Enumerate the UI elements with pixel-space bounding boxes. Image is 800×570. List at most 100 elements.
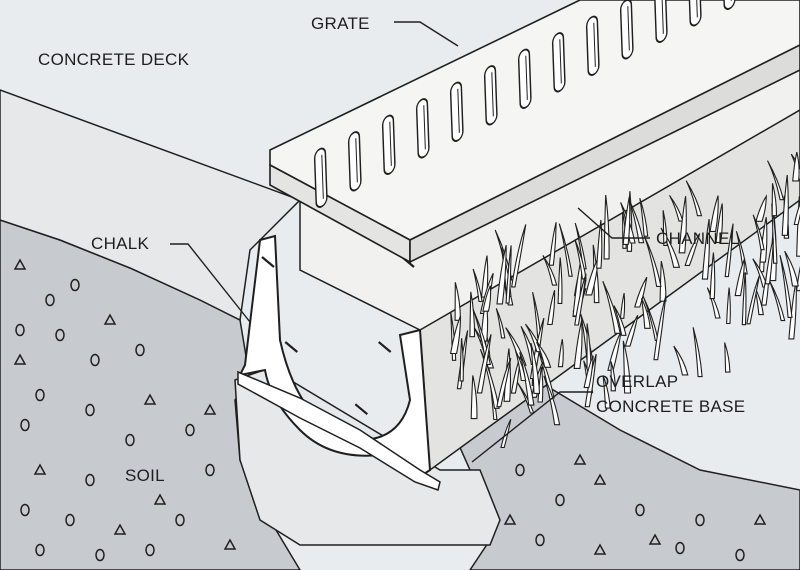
label-concrete-deck: CONCRETE DECK bbox=[38, 50, 190, 69]
grass-blade bbox=[724, 342, 731, 373]
grass-blade bbox=[673, 345, 689, 376]
pebble-angular bbox=[753, 513, 767, 525]
grass-blade bbox=[653, 295, 667, 361]
grate-slot-edge bbox=[355, 138, 358, 183]
grate-slot bbox=[415, 98, 430, 159]
grass-blade bbox=[519, 352, 535, 406]
pebble-round bbox=[95, 548, 105, 562]
grate-slot bbox=[517, 48, 532, 109]
grass-blade bbox=[771, 183, 778, 217]
pebble-angular bbox=[33, 463, 47, 475]
pebble-angular bbox=[203, 403, 217, 415]
grass-blade bbox=[752, 214, 765, 251]
grass-blade bbox=[726, 287, 731, 325]
pebble-round bbox=[20, 503, 30, 517]
pebble-round bbox=[515, 463, 525, 477]
grate-slot-edge bbox=[661, 0, 664, 35]
grass-blade bbox=[557, 339, 564, 368]
grass-blade bbox=[543, 375, 561, 426]
grate-slot-opening bbox=[721, 0, 736, 10]
grate-slot bbox=[687, 0, 702, 27]
pebble-round bbox=[555, 493, 565, 507]
channel-leader bbox=[577, 207, 650, 239]
pebble-round bbox=[735, 548, 745, 562]
grass-blade bbox=[607, 331, 622, 371]
grate-slot-opening bbox=[483, 65, 498, 126]
pebble-angular bbox=[103, 313, 117, 325]
grass-blade bbox=[792, 151, 800, 182]
grass-blade bbox=[602, 375, 611, 409]
grass-blade bbox=[724, 223, 734, 278]
grass-blade bbox=[755, 194, 767, 222]
pebble-angular bbox=[593, 473, 607, 485]
pebble-round bbox=[15, 323, 25, 337]
grass-tufts bbox=[449, 151, 800, 449]
grate-slot-opening bbox=[415, 98, 430, 159]
grass-blade bbox=[701, 219, 710, 280]
grass-blade bbox=[470, 375, 478, 420]
grass-blade bbox=[454, 282, 461, 321]
grass-blade bbox=[603, 194, 610, 260]
grate-slot-edge bbox=[627, 6, 630, 51]
pebble-round bbox=[205, 463, 215, 477]
pebble-round bbox=[695, 513, 705, 527]
grass-blade bbox=[476, 334, 492, 394]
grate bbox=[269, 0, 800, 264]
grass-blade bbox=[746, 275, 760, 325]
grass-blade bbox=[643, 235, 662, 287]
grate-slot-opening bbox=[687, 0, 702, 27]
grass-blade bbox=[496, 357, 512, 408]
label-soil: SOIL bbox=[125, 466, 165, 485]
grass-blade bbox=[505, 245, 512, 304]
grass-blade bbox=[574, 273, 587, 326]
grate-slot-opening bbox=[517, 48, 532, 109]
grass-blade bbox=[619, 292, 626, 319]
pebble-round bbox=[145, 543, 155, 557]
pebble-angular bbox=[13, 353, 27, 365]
label-channel: CHANNEL bbox=[656, 229, 740, 248]
grate-slot-opening bbox=[551, 32, 566, 93]
grass-blade bbox=[768, 278, 786, 322]
grate-slot bbox=[449, 81, 464, 142]
grass-blade bbox=[659, 260, 667, 302]
pebble-angular bbox=[143, 393, 157, 405]
grass-blade bbox=[642, 295, 659, 342]
grate-slot-opening bbox=[585, 15, 600, 76]
grass-blade bbox=[479, 348, 500, 409]
grass-blade bbox=[574, 239, 587, 280]
grass-blade bbox=[784, 250, 799, 287]
pebble-angular bbox=[113, 523, 127, 535]
grate-front bbox=[409, 44, 800, 264]
grate-slot-edge bbox=[525, 55, 528, 101]
grass-blade bbox=[558, 223, 573, 277]
grass-blade bbox=[583, 355, 594, 389]
grass-blade bbox=[459, 338, 464, 382]
grass-blade bbox=[449, 315, 462, 355]
channel-flange bbox=[237, 370, 441, 491]
pebble-round bbox=[35, 543, 45, 557]
grass-blade bbox=[741, 272, 747, 326]
pebble-round bbox=[125, 433, 135, 447]
grass-blade bbox=[764, 238, 774, 285]
pebble-round bbox=[675, 541, 685, 555]
grass-blade bbox=[781, 174, 789, 236]
grate-slot-edge bbox=[593, 22, 596, 68]
grate-slot bbox=[585, 15, 600, 76]
grate-slot-edge bbox=[695, 0, 698, 18]
grass-blade bbox=[639, 198, 649, 237]
grass-blade bbox=[469, 291, 476, 338]
grate-slot-opening bbox=[313, 147, 328, 208]
grate-slot-edge bbox=[457, 88, 460, 134]
grass-blade bbox=[662, 210, 668, 246]
grate-slot bbox=[551, 32, 566, 93]
pebble-angular bbox=[593, 543, 607, 555]
chalk-leader bbox=[170, 243, 251, 323]
grass-blade bbox=[613, 305, 627, 336]
grass-blade bbox=[734, 258, 746, 297]
label-grate: GRATE bbox=[311, 14, 370, 33]
grate-slot-edge bbox=[321, 154, 324, 200]
grass-blade bbox=[640, 298, 651, 329]
grass-blade bbox=[548, 222, 557, 266]
grate-slot bbox=[347, 131, 362, 192]
